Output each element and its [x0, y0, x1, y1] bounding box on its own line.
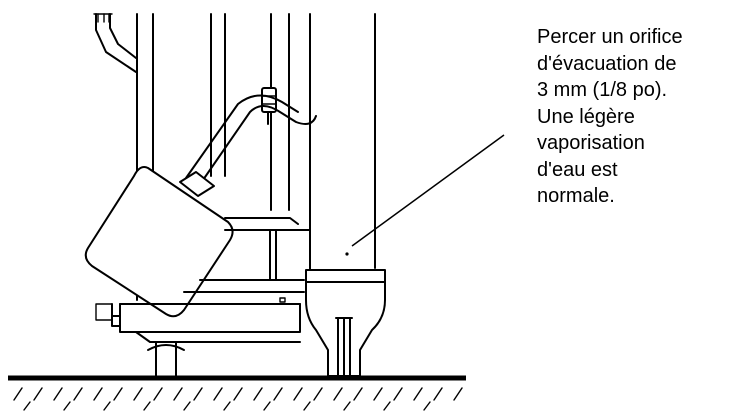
float-switch [84, 166, 234, 318]
pump-housing [95, 217, 311, 343]
pump-feet [147, 341, 185, 377]
float-cord [185, 94, 317, 181]
callout-leader-line [351, 134, 505, 247]
drain-hole-callout: Percer un orifice d'évacuation de 3 mm (… [537, 26, 683, 207]
inlet-pipe [93, 13, 137, 73]
floor [8, 375, 466, 411]
discharge-fitting [305, 252, 386, 377]
